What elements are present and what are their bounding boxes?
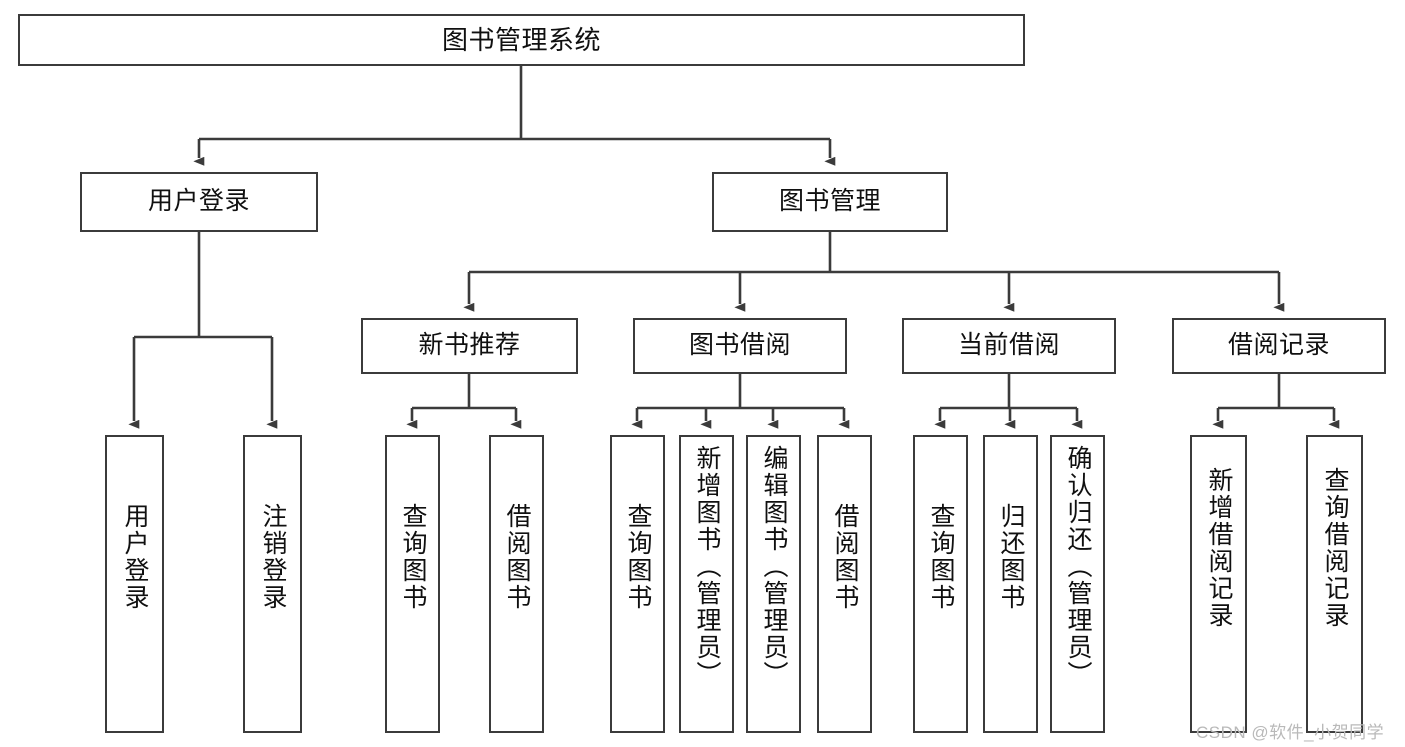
leaf-logout[interactable]: 注销登录 — [243, 435, 302, 733]
leaf-user-login[interactable]: 用户登录 — [105, 435, 164, 733]
node-label: 图书管理 — [778, 187, 881, 216]
node-label: 当前借阅 — [957, 331, 1060, 360]
leaf-label: 编辑图书（管理员） — [760, 445, 788, 688]
node-current-borrow[interactable]: 当前借阅 — [902, 318, 1116, 374]
leaf-add-book-admin[interactable]: 新增图书（管理员） — [679, 435, 734, 733]
node-root-system[interactable]: 图书管理系统 — [18, 14, 1025, 66]
leaf-label: 新增图书（管理员） — [693, 445, 721, 688]
node-new-book-recommend[interactable]: 新书推荐 — [361, 318, 578, 374]
node-book-borrow[interactable]: 图书借阅 — [633, 318, 847, 374]
node-label: 借阅记录 — [1227, 331, 1330, 360]
leaf-query-borrow-record[interactable]: 查询借阅记录 — [1306, 435, 1363, 733]
leaf-label: 查询图书 — [927, 503, 955, 611]
leaf-query-book-current[interactable]: 查询图书 — [913, 435, 968, 733]
node-borrow-record[interactable]: 借阅记录 — [1172, 318, 1386, 374]
leaf-confirm-return-admin[interactable]: 确认归还（管理员） — [1050, 435, 1105, 733]
leaf-borrow-book[interactable]: 借阅图书 — [817, 435, 872, 733]
csdn-watermark: CSDN @软件_小贺同学 — [1196, 723, 1385, 742]
node-label: 图书管理系统 — [441, 24, 601, 55]
leaf-label: 借阅图书 — [831, 503, 859, 611]
leaf-query-book-recommend[interactable]: 查询图书 — [385, 435, 440, 733]
node-label: 用户登录 — [147, 187, 250, 216]
leaf-borrow-book-recommend[interactable]: 借阅图书 — [489, 435, 544, 733]
leaf-label: 借阅图书 — [503, 503, 531, 611]
leaf-label: 查询借阅记录 — [1321, 467, 1349, 629]
leaf-label: 注销登录 — [259, 503, 287, 611]
leaf-add-borrow-record[interactable]: 新增借阅记录 — [1190, 435, 1247, 733]
leaf-label: 查询图书 — [399, 503, 427, 611]
node-label: 新书推荐 — [418, 331, 521, 360]
leaf-return-book[interactable]: 归还图书 — [983, 435, 1038, 733]
leaf-label: 查询图书 — [624, 503, 652, 611]
leaf-label: 确认归还（管理员） — [1064, 445, 1092, 688]
node-user-login[interactable]: 用户登录 — [80, 172, 318, 232]
leaf-edit-book-admin[interactable]: 编辑图书（管理员） — [746, 435, 801, 733]
node-label: 图书借阅 — [688, 331, 791, 360]
leaf-label: 归还图书 — [997, 503, 1025, 611]
leaf-label: 新增借阅记录 — [1205, 467, 1233, 629]
leaf-query-book-borrow[interactable]: 查询图书 — [610, 435, 665, 733]
node-book-management[interactable]: 图书管理 — [712, 172, 948, 232]
leaf-label: 用户登录 — [121, 503, 149, 611]
